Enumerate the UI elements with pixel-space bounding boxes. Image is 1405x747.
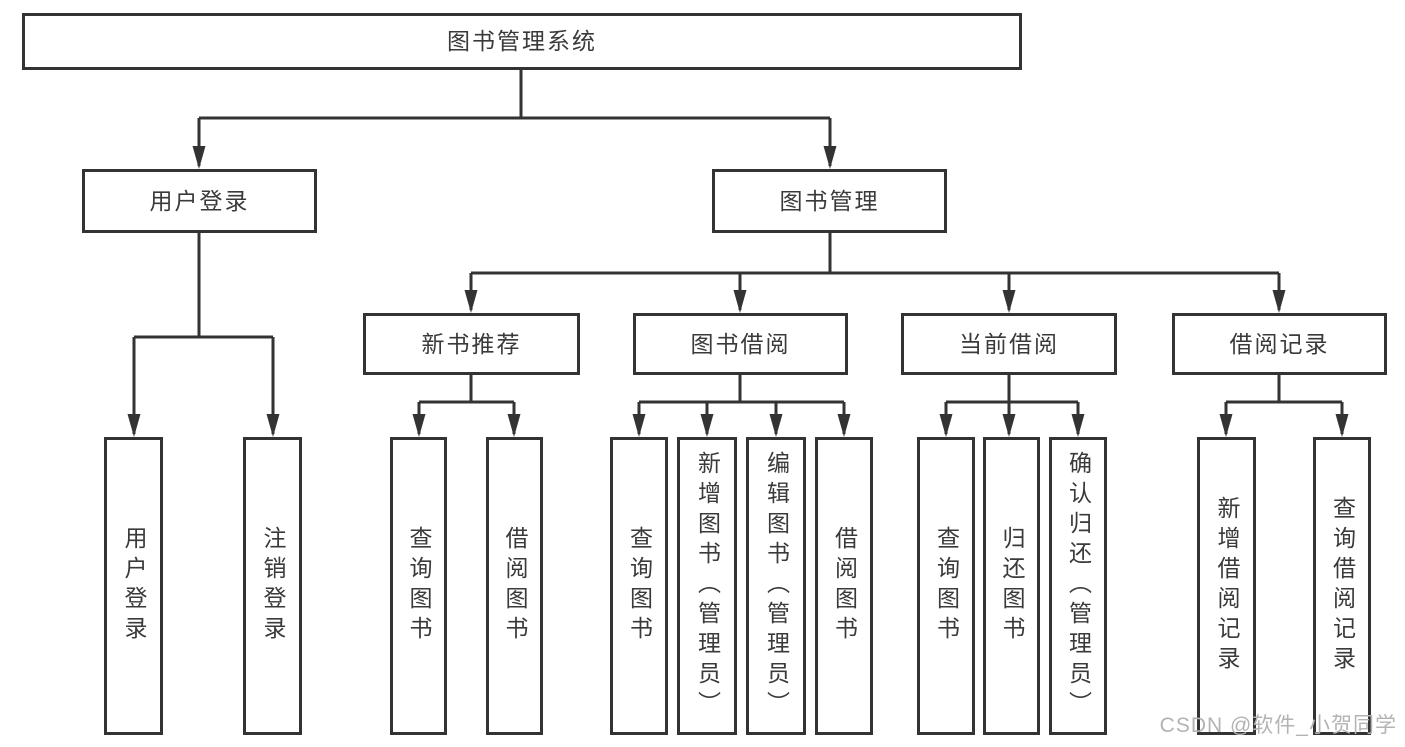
leaf-add-borrow-record-label: 新增借阅记录	[1214, 496, 1240, 676]
node-book-management: 图书管理	[712, 169, 947, 233]
leaf-borrow-books-1-label: 借阅图书	[502, 526, 528, 646]
leaf-edit-book-admin-label: 编辑图书（管理员）	[763, 451, 790, 721]
leaf-query-books-2-label: 查询图书	[626, 526, 653, 646]
node-book-borrow: 图书借阅	[633, 313, 848, 375]
leaf-logout-label: 注销登录	[260, 526, 286, 646]
leaf-add-book-admin-label: 新增图书（管理员）	[694, 451, 721, 721]
leaf-borrow-books-1: 借阅图书	[486, 437, 543, 735]
node-book-management-label: 图书管理	[779, 187, 880, 214]
leaf-logout: 注销登录	[243, 437, 302, 735]
leaf-add-book-admin: 新增图书（管理员）	[677, 437, 737, 735]
node-new-book-recommend-label: 新书推荐	[421, 330, 522, 357]
node-new-book-recommend: 新书推荐	[363, 313, 580, 375]
csdn-watermark: CSDN @软件_小贺同学	[1159, 714, 1397, 737]
leaf-query-books-3: 查询图书	[917, 437, 975, 735]
node-borrow-records: 借阅记录	[1172, 313, 1387, 375]
arrowheads	[127, 146, 1349, 437]
leaf-query-books-3-label: 查询图书	[933, 526, 960, 646]
node-root: 图书管理系统	[22, 13, 1022, 70]
leaf-add-borrow-record: 新增借阅记录	[1197, 437, 1256, 735]
leaf-confirm-return-admin-label: 确认归还（管理员）	[1065, 451, 1092, 721]
leaf-query-books-1-label: 查询图书	[406, 526, 432, 646]
node-root-label: 图书管理系统	[447, 28, 597, 54]
leaf-query-books-2: 查询图书	[610, 437, 668, 735]
node-user-login-label: 用户登录	[149, 187, 250, 214]
node-user-login: 用户登录	[82, 169, 317, 233]
leaf-borrow-books-2: 借阅图书	[815, 437, 873, 735]
leaf-borrow-books-2-label: 借阅图书	[831, 526, 858, 646]
leaf-user-login-label: 用户登录	[121, 526, 147, 646]
leaf-user-login: 用户登录	[104, 437, 163, 735]
node-current-borrow-label: 当前借阅	[959, 330, 1059, 357]
node-current-borrow: 当前借阅	[901, 313, 1117, 375]
leaf-query-books-1: 查询图书	[390, 437, 447, 735]
leaf-return-book: 归还图书	[983, 437, 1040, 735]
leaf-edit-book-admin: 编辑图书（管理员）	[746, 437, 806, 735]
leaf-return-book-label: 归还图书	[999, 526, 1025, 646]
leaf-query-borrow-record-label: 查询借阅记录	[1329, 496, 1356, 676]
leaf-query-borrow-record: 查询借阅记录	[1313, 437, 1371, 735]
node-book-borrow-label: 图书借阅	[690, 330, 791, 357]
leaf-confirm-return-admin: 确认归还（管理员）	[1049, 437, 1107, 735]
node-borrow-records-label: 借阅记录	[1229, 330, 1330, 357]
